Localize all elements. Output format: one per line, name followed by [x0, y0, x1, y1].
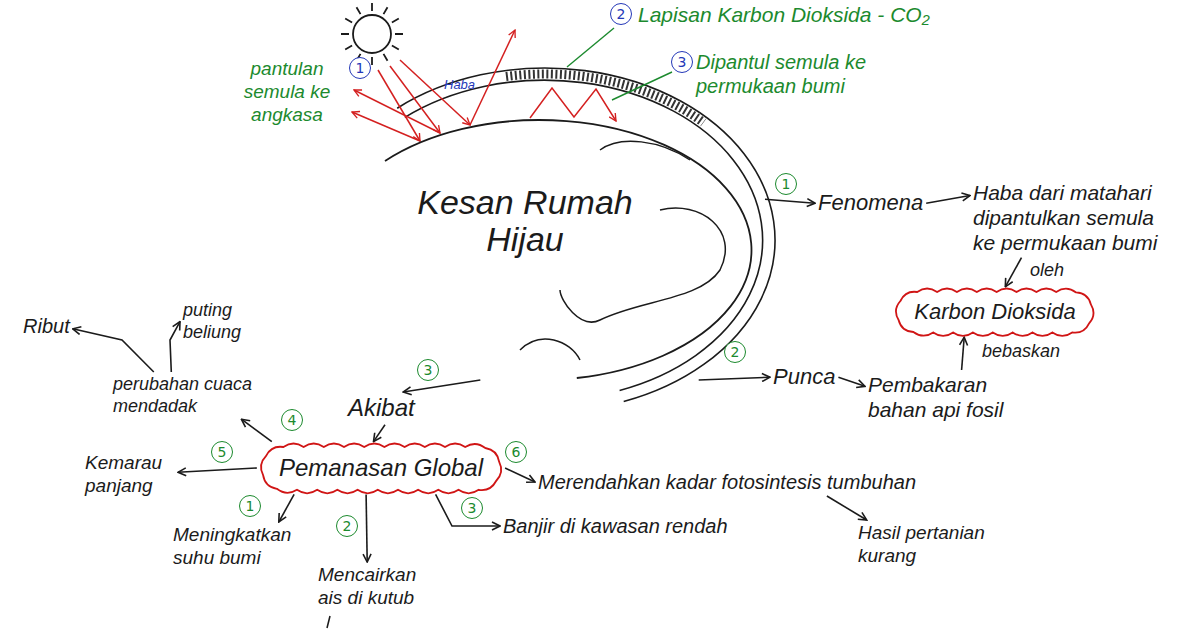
topic-text: Fenomena: [815, 188, 926, 218]
topic-label: Akibat: [348, 394, 415, 423]
earth-outline: [375, 118, 765, 380]
arrow-connector: [403, 380, 480, 392]
arrow-connector: [73, 329, 154, 372]
incoming-heat-ray: [400, 60, 470, 125]
topic-label: Fenomena: [818, 190, 923, 216]
callout-number: 3: [671, 51, 693, 73]
topic-text: Hasil pertanian kurang: [855, 520, 1001, 570]
topic-text: Haba dari matahari dipantulkan semula ke…: [970, 178, 1176, 258]
note-text: pantulan semula ke angkasa: [232, 58, 342, 126]
arrow-connector: [926, 196, 970, 204]
incoming-heat-ray: [390, 66, 440, 133]
arrow-connector: [505, 468, 535, 482]
edge-label: oleh: [1028, 260, 1066, 282]
sun-disc: [353, 15, 391, 53]
arrow-connector: [241, 419, 271, 441]
topic-label: Banjir di kawasan rendah: [503, 514, 728, 538]
arrow-connector: [436, 494, 500, 526]
topic-text: puting beliung: [180, 298, 256, 345]
cloud-box: Pemanasan Global: [257, 442, 505, 495]
arrow-connector: [279, 494, 294, 522]
arrow-connector: [962, 337, 965, 370]
callout-number: 6: [505, 441, 527, 463]
arrow-connector: [178, 468, 257, 472]
callout-number: 5: [211, 441, 233, 463]
callout-number: 3: [461, 497, 483, 519]
note-text: Dipantul semula ke permukaan bumi: [696, 50, 876, 98]
topic-label: Punca: [773, 364, 835, 390]
heat-label: Haba: [444, 77, 475, 93]
continent-line: [520, 339, 580, 360]
arrow-connector: [699, 377, 770, 380]
leader-line: [612, 72, 672, 100]
topic-label: puting beliung: [183, 300, 253, 343]
cloud-box: Karbon Dioksida: [892, 287, 1097, 337]
callout-number: 1: [349, 57, 371, 79]
reflected-heat-ray: [352, 112, 420, 141]
sun-rays: [341, 3, 403, 65]
cloud-border: [896, 288, 1094, 335]
topic-text: Ribut: [20, 312, 73, 340]
cloud-text: Pemanasan Global: [279, 454, 483, 483]
topic-text: Kemarau panjang: [82, 450, 178, 500]
callout-number: 3: [417, 359, 439, 381]
arrow-connector: [838, 377, 865, 386]
escaping-heat-ray: [470, 30, 515, 125]
callout-number: 2: [336, 515, 358, 537]
callout-number: 4: [281, 409, 303, 431]
callout-number: 2: [610, 3, 632, 25]
atmosphere-outer-line: [397, 68, 775, 402]
cut-off-arrow-line: [327, 616, 330, 628]
co2-layer-band: [506, 74, 703, 123]
arrow-connector: [374, 425, 386, 442]
topic-text: Punca: [770, 362, 838, 392]
reflected-heat-ray: [354, 90, 440, 133]
callout-number: 1: [239, 495, 261, 517]
cloud-text: Karbon Dioksida: [914, 299, 1075, 325]
topic-text: Akibat: [345, 392, 418, 425]
callout-number: 2: [724, 341, 746, 363]
topic-text: Pembakaran bahan api fosil: [865, 370, 1026, 424]
topic-label: Merendahkan kadar fotosintesis tumbuhan: [538, 470, 916, 494]
leader-line: [567, 28, 614, 67]
callout-number: 1: [775, 173, 797, 195]
sun: [341, 3, 403, 65]
atmosphere-inner-line: [405, 80, 763, 390]
topic-text: Meningkatkan suhu bumi: [170, 522, 306, 572]
cloud-border: [261, 443, 501, 493]
topic-text: Banjir di kawasan rendah: [500, 512, 731, 540]
arrow-connector: [765, 199, 815, 203]
globe-title: Kesan Rumah Hijau: [400, 184, 650, 259]
topic-text: Merendahkan kadar fotosintesis tumbuhan: [535, 468, 919, 496]
continent-line: [600, 141, 690, 160]
earth-globe: Kesan Rumah Hijau: [375, 118, 765, 380]
arrow-connector: [366, 494, 367, 562]
topic-label: Pembakaran bahan api fosil: [868, 372, 1023, 422]
arrow-connector: [1005, 258, 1021, 287]
topic-text: Mencairkan ais di kutub: [315, 562, 431, 612]
topic-label: Mencairkan ais di kutub: [318, 564, 428, 610]
topic-label: Kemarau panjang: [85, 452, 175, 498]
layer-label: Lapisan Karbon Dioksida - CO₂: [638, 2, 930, 27]
arrow-connector: [827, 496, 867, 520]
arrow-connector: [170, 322, 180, 372]
topic-text: perubahan cuaca mendadak: [110, 372, 256, 419]
trapped-heat-ray: [530, 88, 616, 121]
edge-label: bebaskan: [980, 341, 1062, 363]
continent-line: [560, 208, 725, 322]
topic-label: Haba dari matahari dipantulkan semula ke…: [973, 180, 1173, 256]
earth-surface: [385, 120, 751, 378]
topic-label: perubahan cuaca mendadak: [113, 374, 253, 417]
topic-label: Ribut: [23, 314, 70, 338]
topic-label: Meningkatkan suhu bumi: [173, 524, 303, 570]
topic-label: Hasil pertanian kurang: [858, 522, 998, 568]
